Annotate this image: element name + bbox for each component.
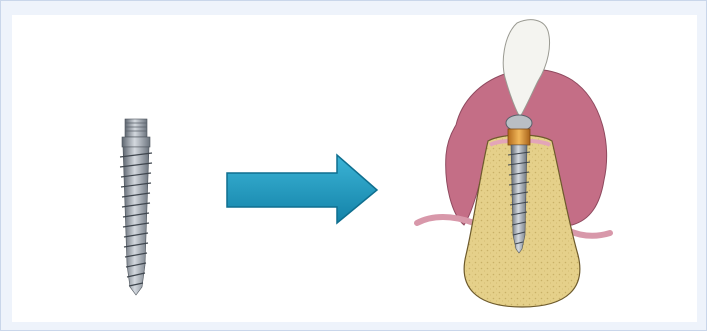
gingiva-line-left [417,217,474,223]
implant-in-jaw-illustration [417,20,610,307]
screw-collar [122,137,150,147]
figure-panel [12,15,697,322]
gingiva-line-right [567,230,610,236]
implant-shaft [511,145,527,253]
screw-head [125,119,147,137]
arrow-right-icon [227,155,377,223]
screw-shaft [123,147,149,295]
implant-abutment [508,129,530,145]
illustration-canvas [12,15,697,322]
mini-implant-screw [120,119,152,295]
